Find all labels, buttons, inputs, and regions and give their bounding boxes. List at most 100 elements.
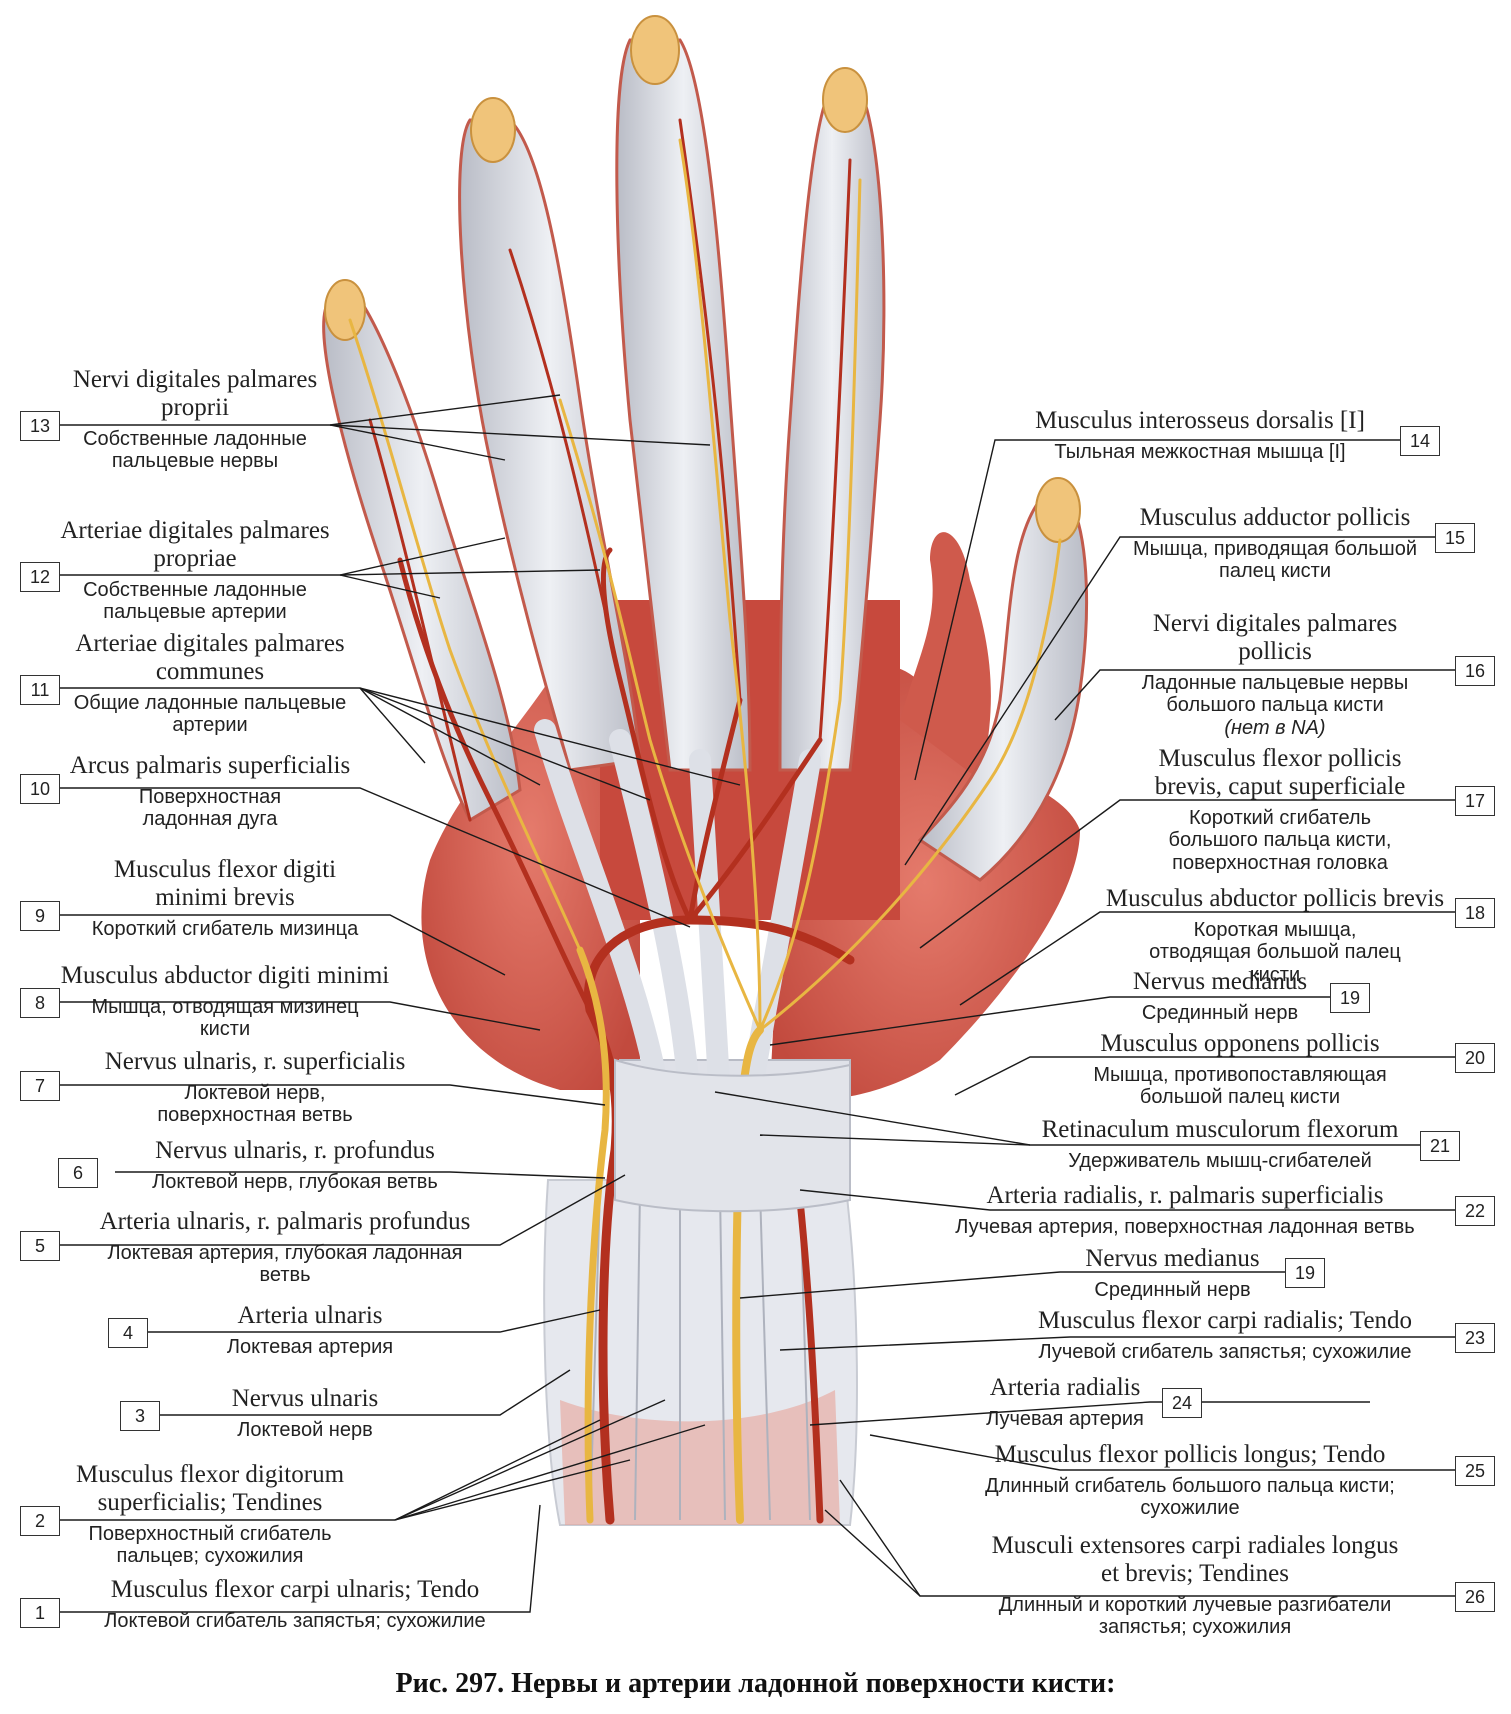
label-number-8: 8 — [20, 988, 60, 1018]
label-number-25: 25 — [1455, 1456, 1495, 1486]
russian-name: Локтевая артерия — [226, 1336, 394, 1358]
latin-name: Arteria ulnaris — [237, 1302, 383, 1329]
label-flexor-pollicis-brevis: Musculus flexor pollicis brevis, caput s… — [1110, 745, 1450, 874]
label-nervi-digitales-palmares-proprii: Nervi digitales palmares proprii Собстве… — [60, 366, 330, 473]
latin-name: Arteria radialis, r. palmaris superficia… — [986, 1182, 1384, 1209]
label-number-9: 9 — [20, 901, 60, 931]
label-number-13: 13 — [20, 411, 60, 441]
leader-lines — [55, 394, 1455, 1613]
latin-name: Retinaculum musculorum flexorum — [1041, 1116, 1399, 1143]
label-nervus-ulnaris: Nervus ulnaris Локтевой нерв — [160, 1385, 450, 1441]
latin-name: Musculus interosseus dorsalis [I] — [1035, 407, 1365, 434]
latin-name: Musculus flexor carpi ulnaris; Tendo — [110, 1576, 480, 1603]
label-nervi-digitales-pollicis: Nervi digitales palmares pollicis Ладонн… — [1100, 610, 1450, 739]
label-arteria-ulnaris: Arteria ulnaris Локтевая артерия — [150, 1302, 470, 1358]
label-nervus-ulnaris-superficialis: Nervus ulnaris, r. superficialis Локтево… — [60, 1048, 450, 1127]
latin-name: Nervus medianus — [1132, 968, 1308, 995]
russian-name: Срединный нерв — [1094, 1279, 1251, 1301]
russian-name: Мышца, противопоставляющая большой палец… — [1093, 1064, 1387, 1109]
label-arteriae-digitales-palmares-propriae: Arteriae digitales palmares propriae Соб… — [60, 517, 330, 624]
latin-name: Arteria ulnaris, r. palmaris profundus — [99, 1208, 471, 1235]
russian-name: Мышца, отводящая мизинец кисти — [91, 996, 359, 1041]
label-nervus-medianus-lower: Nervus medianus Срединный нерв — [1060, 1245, 1285, 1301]
latin-name: Arcus palmaris superficialis — [69, 752, 351, 779]
latin-name: Musculus abductor digiti minimi — [60, 962, 390, 989]
label-arteriae-digitales-palmares-communes: Arteriae digitales palmares communes Общ… — [60, 630, 360, 737]
russian-name: Локтевая артерия, глубокая ладонная ветв… — [107, 1242, 463, 1287]
latin-name: Arteria radialis — [989, 1374, 1141, 1401]
label-number-18: 18 — [1455, 898, 1495, 928]
russian-name: Удерживатель мышц-сгибателей — [1068, 1150, 1372, 1172]
figure-caption: Рис. 297. Нервы и артерии ладонной повер… — [395, 1668, 1116, 1699]
latin-name: Musculus flexor pollicis brevis, caput s… — [1154, 745, 1406, 800]
russian-name: Тыльная межкостная мышца [I] — [1054, 441, 1346, 463]
retinaculum-band — [614, 1058, 851, 1213]
russian-name: Лучевой сгибатель запястья; сухожилие — [1038, 1341, 1412, 1363]
label-number-15: 15 — [1435, 523, 1475, 553]
arteries — [368, 118, 855, 1525]
russian-name: Собственные ладонные пальцевые нервы — [83, 428, 307, 473]
label-number-6: 6 — [58, 1158, 98, 1188]
latin-name: Musculus flexor digiti minimi brevis — [113, 856, 337, 911]
russian-name: Ладонные пальцевые нервы большого пальца… — [1141, 672, 1409, 717]
label-number-7: 7 — [20, 1071, 60, 1101]
russian-name: Собственные ладонные пальцевые артерии — [83, 579, 307, 624]
label-number-5: 5 — [20, 1231, 60, 1261]
latin-name: Nervus medianus — [1085, 1245, 1260, 1272]
label-flexor-digitorum-superficialis: Musculus flexor digitorum superficialis;… — [60, 1461, 360, 1568]
latin-name: Arteriae digitales palmares communes — [75, 630, 345, 685]
latin-name: Nervi digitales palmares pollicis — [1152, 610, 1398, 665]
label-number-23: 23 — [1455, 1323, 1495, 1353]
label-flexor-carpi-radialis: Musculus flexor carpi radialis; Tendo Лу… — [995, 1307, 1455, 1363]
label-arteria-ulnaris-profundus: Arteria ulnaris, r. palmaris profundus Л… — [70, 1208, 500, 1287]
russian-name: Срединный нерв — [1141, 1002, 1299, 1024]
russian-name: Короткий сгибатель мизинца — [91, 918, 359, 940]
label-number-26: 26 — [1455, 1582, 1495, 1612]
label-number-22: 22 — [1455, 1196, 1495, 1226]
label-arteria-radialis-superficialis: Arteria radialis, r. palmaris superficia… — [915, 1182, 1455, 1238]
label-number-17: 17 — [1455, 786, 1495, 816]
russian-name: Мышца, приводящая большой палец кисти — [1132, 538, 1417, 583]
label-abductor-pollicis-brevis: Musculus abductor pollicis brevis Коротк… — [1095, 885, 1455, 986]
label-number-19-upper: 19 — [1330, 983, 1370, 1013]
russian-name: Локтевой нерв, глубокая ветвь — [152, 1171, 438, 1193]
label-retinaculum-flexorum: Retinaculum musculorum flexorum Удержива… — [1020, 1116, 1420, 1172]
label-number-19-lower: 19 — [1285, 1258, 1325, 1288]
russian-name: Короткая мышца, отводящая большой палец … — [1149, 919, 1401, 986]
latin-name: Musculi extensores carpi radiales longus… — [991, 1532, 1399, 1587]
label-number-14: 14 — [1400, 426, 1440, 456]
label-nervus-medianus-upper: Nervus medianus Срединный нерв — [1110, 968, 1330, 1024]
russian-name: Локтевой сгибатель запястья; сухожилие — [104, 1610, 486, 1632]
latin-name: Musculus flexor carpi radialis; Tendo — [1037, 1307, 1413, 1334]
russian-name: Поверхностная ладонная дуга — [138, 786, 282, 831]
label-flexor-pollicis-longus: Musculus flexor pollicis longus; Tendo Д… — [950, 1441, 1430, 1520]
label-adductor-pollicis: Musculus adductor pollicis Мышца, привод… — [1120, 504, 1430, 583]
label-opponens-pollicis: Musculus opponens pollicis Мышца, против… — [1030, 1030, 1450, 1109]
russian-name: Длинный и короткий лучевые разгибатели з… — [998, 1594, 1392, 1639]
na-note: (нет в NA) — [1224, 716, 1326, 739]
label-number-20: 20 — [1455, 1043, 1495, 1073]
label-arteria-radialis: Arteria radialis Лучевая артерия — [950, 1374, 1180, 1430]
label-arcus-palmaris-superficialis: Arcus palmaris superficialis Поверхностн… — [60, 752, 360, 831]
label-flexor-digiti-minimi-brevis: Musculus flexor digiti minimi brevis Кор… — [60, 856, 390, 940]
latin-name: Musculus opponens pollicis — [1100, 1030, 1380, 1057]
latin-name: Nervus ulnaris — [231, 1385, 379, 1412]
label-flexor-carpi-ulnaris: Musculus flexor carpi ulnaris; Tendo Лок… — [60, 1576, 530, 1632]
label-number-21: 21 — [1420, 1131, 1460, 1161]
label-extensores-carpi-radiales: Musculi extensores carpi radiales longus… — [980, 1532, 1410, 1639]
latin-name: Nervus ulnaris, r. profundus — [155, 1137, 435, 1164]
label-abductor-digiti-minimi: Musculus abductor digiti minimi Мышца, о… — [60, 962, 390, 1041]
russian-name: Лучевая артерия — [986, 1408, 1144, 1430]
russian-name: Поверхностный сгибатель пальцев; сухожил… — [88, 1523, 332, 1568]
russian-note: (нет в NA) — [1100, 717, 1450, 739]
latin-name: Musculus flexor digitorum superficialis;… — [75, 1461, 345, 1516]
label-number-10: 10 — [20, 774, 60, 804]
russian-name: Короткий сгибатель большого пальца кисти… — [1168, 807, 1392, 874]
latin-name: Musculus abductor pollicis brevis — [1105, 885, 1445, 912]
latin-name: Musculus adductor pollicis — [1139, 504, 1411, 531]
russian-name: Локтевой нерв, поверхностная ветвь — [157, 1082, 353, 1127]
latin-name: Musculus flexor pollicis longus; Tendo — [994, 1441, 1386, 1468]
label-number-1: 1 — [20, 1598, 60, 1628]
